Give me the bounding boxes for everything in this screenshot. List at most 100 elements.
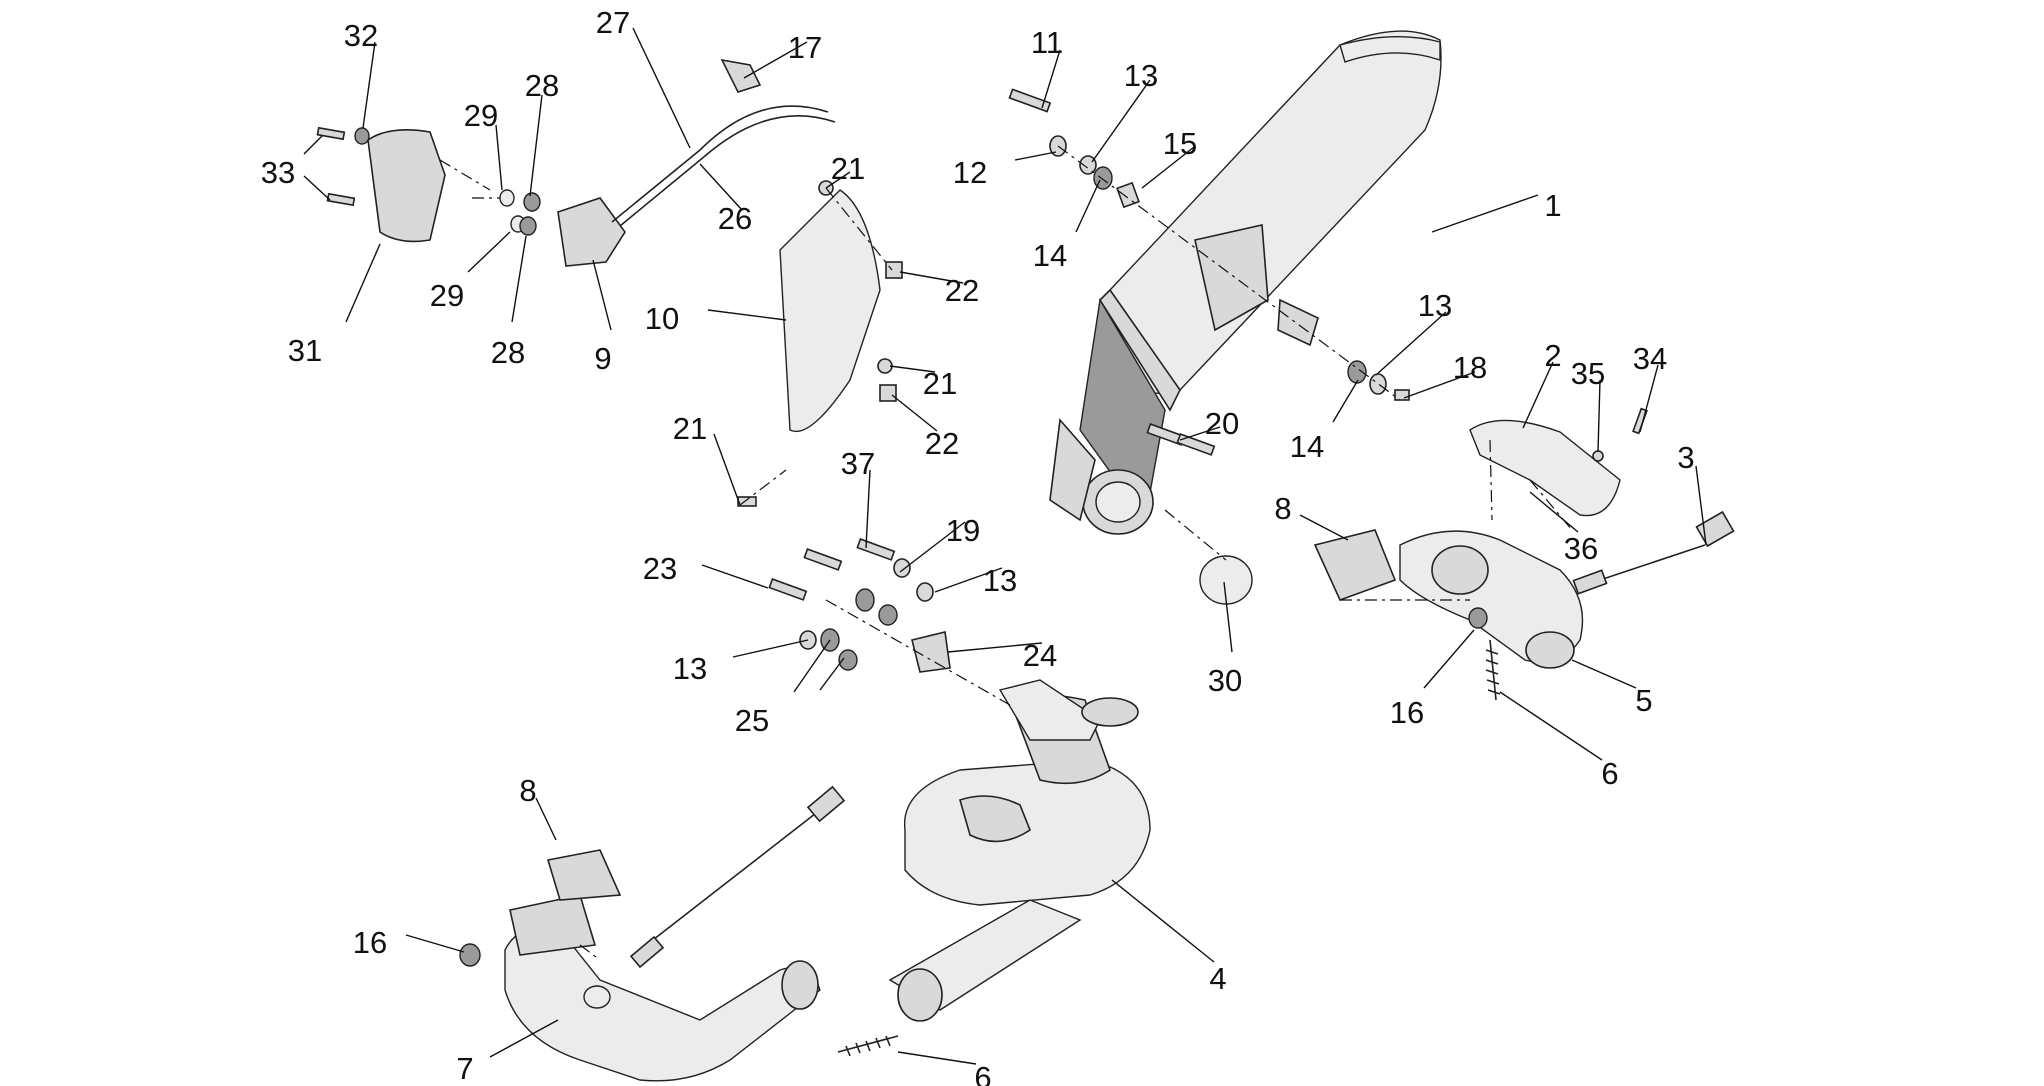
callout-number: 18: [1453, 350, 1487, 385]
leader-line: [1223, 581, 1233, 653]
leader-line: [1075, 179, 1101, 233]
leader-line: [934, 567, 1003, 593]
servo-actuator: [557, 197, 626, 267]
leader-line: [713, 433, 741, 506]
callout-number: 23: [643, 551, 677, 586]
callout-number: 31: [288, 333, 322, 368]
callout-c25: 25: [735, 639, 845, 738]
callout-c10: 10: [645, 301, 787, 336]
callout-number: 1: [1544, 188, 1561, 223]
leader-line: [743, 41, 808, 79]
leader-line: [1431, 194, 1539, 233]
leader-line: [489, 1019, 559, 1058]
callout-number: 28: [491, 335, 525, 370]
leader-line: [899, 271, 964, 284]
callout-c21a: 21: [825, 151, 865, 189]
callout-number: 22: [925, 426, 959, 461]
callout-c4: 4: [1111, 879, 1227, 996]
callout-number: 34: [1633, 341, 1667, 376]
leader-line: [889, 365, 936, 373]
callout-c28b: 28: [491, 235, 527, 370]
callout-number: 16: [1390, 695, 1424, 730]
callout-c16: 16: [1390, 629, 1475, 730]
callout-c18: 18: [1403, 350, 1487, 399]
rear-downpipe: [1313, 529, 1584, 669]
leader-line: [825, 171, 851, 189]
leader-line: [592, 259, 612, 331]
leader-line: [1423, 629, 1475, 689]
leader-line: [495, 124, 503, 191]
callout-number: 2: [1544, 338, 1561, 373]
callout-number: 11: [1031, 25, 1063, 60]
leader-line: [535, 797, 557, 841]
leader-line: [819, 657, 845, 691]
callout-c27: 27: [596, 5, 691, 149]
callout-c28a: 28: [525, 68, 559, 197]
callout-number: 33: [261, 155, 295, 190]
leader-line: [1332, 379, 1359, 423]
front-downpipe: [504, 849, 821, 1082]
callout-number: 3: [1677, 440, 1694, 475]
leader-line: [1299, 514, 1349, 541]
callout-number: 28: [525, 68, 559, 103]
callout-c34: 34: [1633, 341, 1667, 433]
callout-number: 13: [1418, 288, 1452, 323]
callout-c7: 7: [456, 1019, 559, 1086]
callout-number: 21: [673, 411, 707, 446]
callout-c22b: 22: [891, 394, 959, 461]
callout-c19: 19: [899, 513, 980, 573]
leader-line: [467, 231, 511, 273]
leader-line: [1529, 491, 1579, 533]
leader-line: [732, 639, 809, 658]
callout-number: 13: [1124, 58, 1158, 93]
callout-c8: 8: [1274, 491, 1349, 541]
callout-number: 14: [1290, 429, 1324, 464]
leader-line: [865, 469, 871, 549]
callout-number: 17: [788, 30, 822, 65]
callout-number: 21: [831, 151, 865, 186]
leader-line: [1041, 49, 1061, 109]
callout-number: 26: [718, 201, 752, 236]
leader-line: [1403, 371, 1476, 399]
callout-c13a: 13: [1091, 58, 1158, 163]
callout-number: 29: [464, 98, 498, 133]
callout-number: 12: [953, 155, 987, 190]
callout-c21c: 21: [673, 411, 741, 506]
callout-c13c: 13: [934, 563, 1017, 598]
callout-c35: 35: [1571, 356, 1605, 453]
callout-c26: 26: [699, 163, 752, 236]
hardware-fasteners: [316, 88, 1648, 1009]
callout-number: 25: [735, 703, 769, 738]
callout-number: 13: [983, 563, 1017, 598]
leader-line: [345, 243, 381, 323]
leader-line: [1639, 364, 1659, 433]
leader-line: [303, 135, 323, 155]
callout-number: 36: [1564, 531, 1598, 566]
callout-number: 30: [1208, 663, 1242, 698]
leader-line: [511, 235, 527, 323]
callout-c23: 23: [643, 551, 769, 589]
callout-c33: 33: [261, 135, 331, 201]
callout-labels: 1234566788910111213131313141415161617181…: [261, 5, 1707, 1086]
leader-line: [1141, 146, 1195, 189]
callout-c1: 1: [1431, 188, 1562, 233]
callout-number: 8: [519, 773, 536, 808]
callout-number: 37: [841, 446, 875, 481]
callout-c15: 15: [1141, 126, 1197, 189]
callout-c2: 2: [1522, 338, 1562, 429]
callout-c13b: 13: [1375, 288, 1452, 376]
leader-line: [699, 163, 743, 211]
callout-number: 15: [1163, 126, 1197, 161]
leader-line: [1571, 659, 1637, 689]
callout-number: 22: [945, 273, 979, 308]
leader-line: [891, 394, 938, 432]
callout-c9: 9: [592, 259, 612, 376]
callout-c37: 37: [841, 446, 875, 549]
callout-number: 35: [1571, 356, 1605, 391]
callout-c16b: 16: [353, 925, 465, 960]
leader-line: [1179, 426, 1221, 441]
callout-c36: 36: [1529, 491, 1598, 566]
leader-line: [632, 27, 691, 149]
parts-drawing: [316, 30, 1735, 1082]
